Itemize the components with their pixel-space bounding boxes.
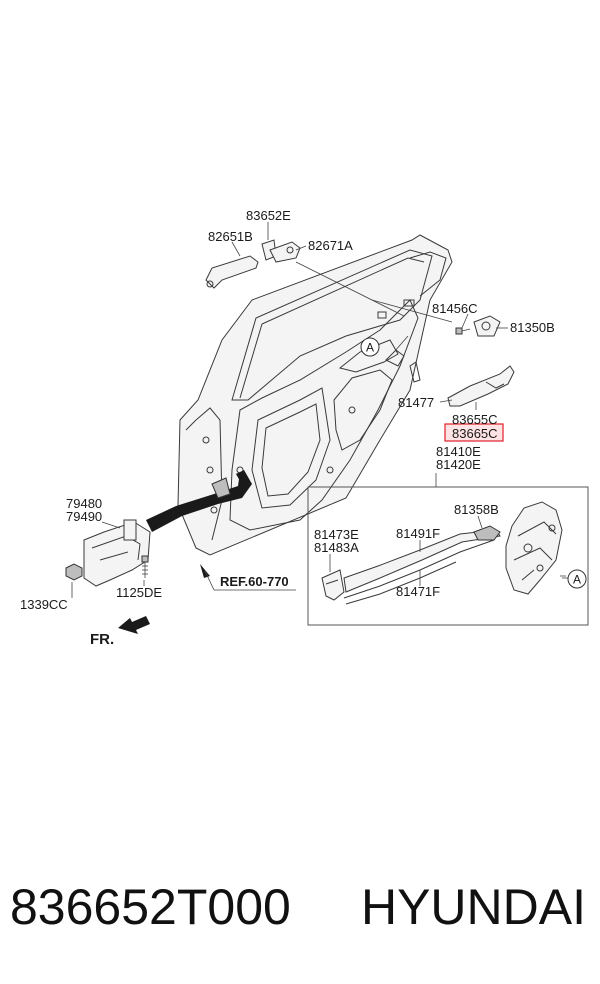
label-81477: 81477 <box>398 395 434 410</box>
ref-label: REF.60-770 <box>220 574 289 589</box>
label-79480: 79480 <box>66 496 102 511</box>
label-82671A: 82671A <box>308 238 353 253</box>
circle-a-label-bottom: A <box>573 573 581 587</box>
label-79490: 79490 <box>66 509 102 524</box>
label-1125DE: 1125DE <box>116 585 162 600</box>
ref-pointer <box>200 564 296 591</box>
front-arrow <box>118 616 150 634</box>
label-81456C: 81456C <box>432 301 478 316</box>
outside-handle <box>205 239 301 289</box>
front-label: FR. <box>90 631 114 648</box>
label-81483A: 81483A <box>314 540 359 555</box>
part-number: 836652T000 <box>10 879 291 935</box>
brand-name: HYUNDAI <box>360 879 586 935</box>
circle-a-label-top: A <box>366 341 374 355</box>
label-83652E: 83652E <box>246 208 291 223</box>
label-81471F: 81471F <box>396 584 440 599</box>
label-1339CC: 1339CC <box>20 597 68 612</box>
label-83665C: 83665C <box>452 426 498 441</box>
circle-a-marker-top <box>360 337 380 357</box>
lock-rod-area <box>385 315 515 407</box>
label-81420E: 81420E <box>436 457 481 472</box>
circle-a-marker-bottom <box>567 569 587 589</box>
label-81350B: 81350B <box>510 320 555 335</box>
label-83655C: 83655C <box>452 412 498 427</box>
leader-lines <box>71 222 568 598</box>
label-81358B: 81358B <box>454 502 499 517</box>
label-81410E: 81410E <box>436 444 481 459</box>
highlight-box <box>444 423 504 442</box>
detail-box <box>307 473 589 626</box>
label-82651B: 82651B <box>208 229 253 244</box>
label-81473E: 81473E <box>314 527 359 542</box>
label-81491F: 81491F <box>396 526 440 541</box>
check-link <box>65 470 252 587</box>
